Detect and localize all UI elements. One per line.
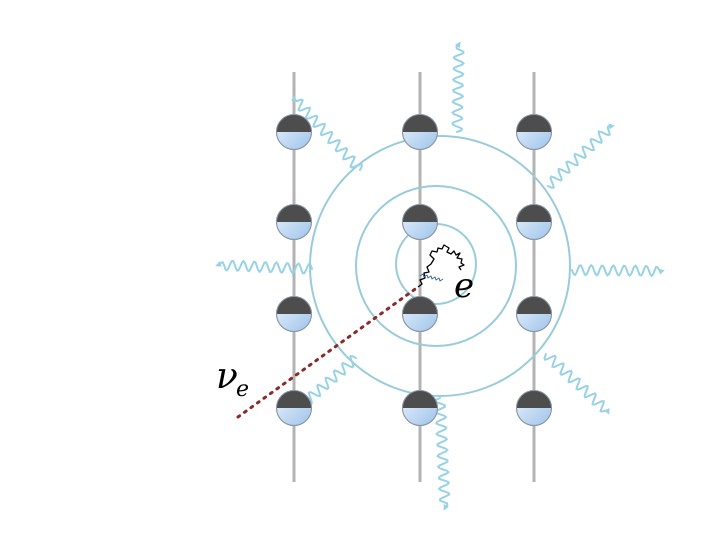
atom-upper-half xyxy=(402,296,438,314)
atom-outline xyxy=(402,204,438,240)
photon-wave-top-right xyxy=(547,123,615,189)
photon-wave-left xyxy=(215,259,313,275)
atom-upper-half xyxy=(402,390,438,408)
atom-outline xyxy=(276,204,312,240)
atom-upper-half xyxy=(516,114,552,132)
photon-waves xyxy=(215,41,665,511)
emission-rings xyxy=(309,135,571,397)
electron-label: e xyxy=(454,266,474,306)
ring-2 xyxy=(355,185,517,347)
atom-upper-half xyxy=(402,204,438,222)
lattice-atom xyxy=(402,114,438,150)
atom-outline xyxy=(402,114,438,150)
atom-outline xyxy=(516,204,552,240)
atom-outline xyxy=(402,390,438,426)
photon-wave-top-left xyxy=(291,95,363,171)
electron-scatter-jitter xyxy=(419,273,444,282)
lattice-atom xyxy=(402,204,438,240)
atom-outline xyxy=(516,114,552,150)
lattice-atom xyxy=(516,204,552,240)
atom-upper-half xyxy=(516,204,552,222)
ring-3 xyxy=(309,135,571,397)
atom-outline xyxy=(402,296,438,332)
atom-outline xyxy=(276,296,312,332)
neutrino-track xyxy=(236,285,420,419)
lattice-atom xyxy=(516,390,552,426)
lattice-atom xyxy=(276,390,312,426)
atom-upper-half xyxy=(402,114,438,132)
lattice-atom xyxy=(402,296,438,332)
lattice-atom xyxy=(516,296,552,332)
photon-wave-right xyxy=(571,263,665,278)
lattice-atoms xyxy=(276,114,552,426)
atom-upper-half xyxy=(276,296,312,314)
atom-outline xyxy=(276,390,312,426)
atom-upper-half xyxy=(276,114,312,132)
neutrino-label: ν xyxy=(216,356,238,397)
atom-upper-half xyxy=(516,296,552,314)
atom-outline xyxy=(516,390,552,426)
photon-wave-top xyxy=(451,41,465,133)
lattice-atom xyxy=(402,390,438,426)
photon-wave-bottom xyxy=(433,397,451,511)
atom-outline xyxy=(276,114,312,150)
lattice-atom xyxy=(516,114,552,150)
atom-upper-half xyxy=(516,390,552,408)
lattice-atom xyxy=(276,204,312,240)
lattice-atom xyxy=(276,296,312,332)
atom-upper-half xyxy=(276,390,312,408)
atom-outline xyxy=(516,296,552,332)
lattice-atom xyxy=(276,114,312,150)
photon-wave-bottom-right xyxy=(543,353,610,415)
neutrino-subscript: e xyxy=(236,377,249,402)
atom-upper-half xyxy=(276,204,312,222)
electron-scatter-path xyxy=(417,244,465,288)
